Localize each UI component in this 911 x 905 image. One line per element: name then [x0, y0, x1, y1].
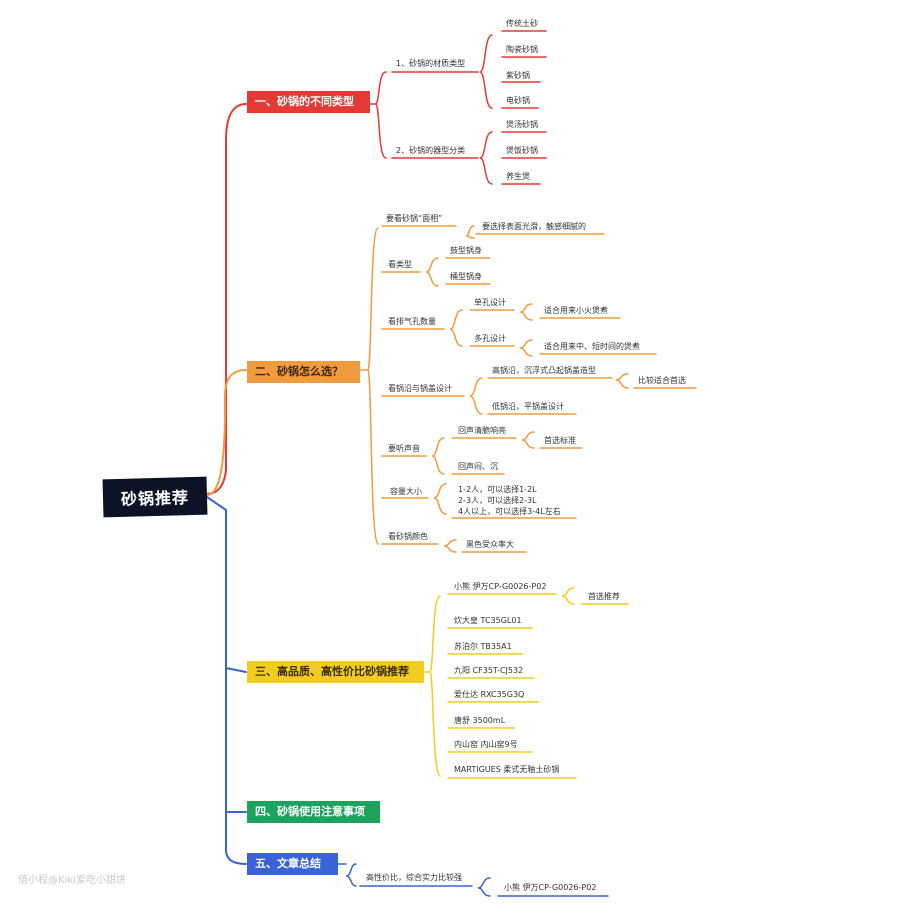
material-item: 紫砂锅 — [506, 71, 530, 80]
type-item: 桶型锅身 — [450, 272, 482, 281]
capacity-line: 4人以上，可以选择3-4L左右 — [458, 507, 561, 516]
product-item: MARTIGUES 柔式无釉土砂锅 — [454, 765, 560, 774]
summary-pick: 小熊 伊万CP-G0026-P02 — [504, 883, 597, 892]
rim-high: 高锅沿，沉浮式凸起锅盖造型 — [492, 366, 596, 375]
top-pick-label: 首选推荐 — [588, 592, 620, 601]
section-5-node: 五、文章总结 — [247, 853, 338, 875]
product-item: 九阳 CF35T-CJ532 — [454, 666, 524, 675]
rim-node: 看锅沿与锅盖设计 — [388, 384, 452, 393]
vent-single: 单孔设计 — [474, 298, 506, 307]
watermark: 值小程@Kiki爱吃小甜饼 — [18, 875, 126, 886]
color-node: 看砂锅颜色 — [388, 532, 428, 541]
type-node: 看类型 — [388, 260, 412, 269]
root-node: 砂锅推荐 — [102, 476, 208, 518]
look-detail: 要选择表面光滑，触感细腻的 — [482, 222, 586, 231]
section-3-node: 三、高品质、高性价比砂锅推荐 — [247, 661, 424, 683]
material-item: 电砂锅 — [506, 96, 530, 105]
rim-high-detail: 比较适合首选 — [638, 376, 686, 385]
material-item: 陶瓷砂锅 — [506, 45, 538, 54]
type-item: 鼓型锅身 — [450, 246, 482, 255]
section-2-node: 二、砂锅怎么选？ — [247, 361, 360, 383]
sound-node: 要听声音 — [388, 444, 420, 453]
product-item: 唐舒 3500mL — [454, 716, 506, 725]
product-item: 小熊 伊万CP-G0026-P02 — [454, 582, 547, 591]
product-item: 炊大皇 TC35GL01 — [454, 616, 522, 625]
shape-type-node: 2、砂锅的器型分类 — [396, 146, 466, 155]
rim-low: 低锅沿，平锅盖设计 — [492, 402, 564, 411]
sound-clear-detail: 首选标准 — [544, 436, 576, 445]
shape-item: 养生煲 — [506, 172, 530, 181]
capacity-line: 2-3人，可以选择2-3L — [458, 496, 537, 505]
product-item: 内山窑 内山窑9号 — [454, 740, 518, 749]
capacity-line: 1-2人，可以选择1-2L — [458, 485, 537, 494]
sound-clear: 回声清脆响亮 — [458, 426, 506, 435]
color-detail: 黑色受众率大 — [466, 540, 514, 549]
material-type-node: 1、砂锅的材质类型 — [396, 59, 466, 68]
vent-single-detail: 适合用来小火煲煮 — [544, 306, 608, 315]
vent-node: 看排气孔数量 — [388, 317, 436, 326]
vent-multi: 多孔设计 — [474, 334, 506, 343]
sound-dull: 回声闷、沉 — [458, 462, 498, 471]
capacity-node: 容量大小 — [390, 487, 422, 496]
shape-item: 煲汤砂锅 — [506, 120, 538, 129]
product-item: 苏泊尔 TB35A1 — [454, 642, 512, 651]
summary-node: 高性价比，综合实力比较强 — [366, 873, 462, 882]
vent-multi-detail: 适合用来中、短时间的煲煮 — [544, 342, 640, 351]
look-node: 要看砂锅“面相” — [386, 214, 443, 223]
section-4-node: 四、砂锅使用注意事项 — [247, 801, 380, 823]
material-item: 传统土砂 — [506, 19, 538, 28]
shape-item: 煲饭砂锅 — [506, 146, 538, 155]
section-1-node: 一、砂锅的不同类型 — [247, 91, 370, 113]
product-item: 爱仕达 RXC35G3Q — [454, 690, 525, 699]
